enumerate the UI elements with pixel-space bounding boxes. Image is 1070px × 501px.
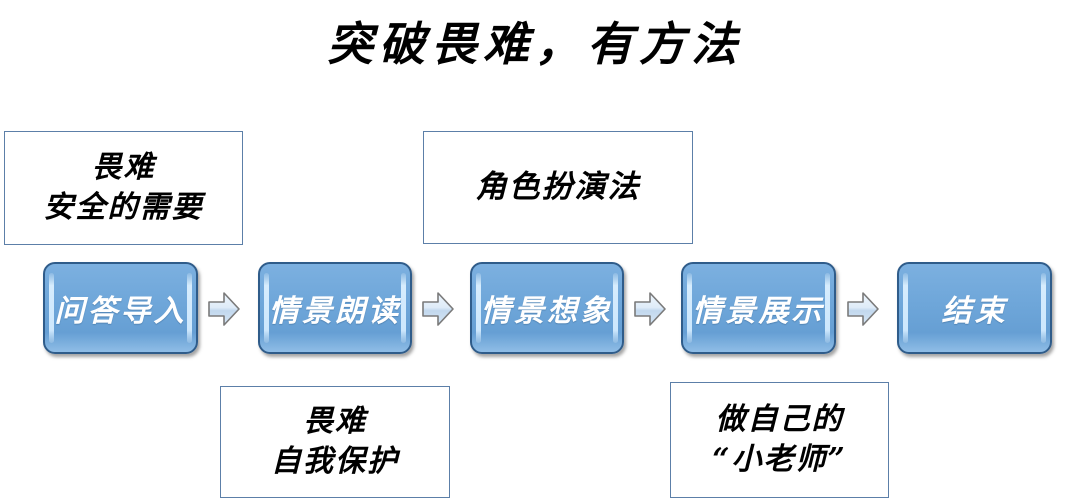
note-line: 畏难 [91,150,156,186]
note-fear-safety: 畏难 安全的需要 [4,131,243,245]
process-flow: 问答导入 情景朗读 情景想象 [0,262,1070,358]
right-arrow-icon [633,290,667,328]
flow-step-scene-imagination[interactable]: 情景想象 [470,262,624,354]
right-arrow-icon [207,290,241,328]
note-line: 畏难 [303,404,367,440]
flow-step-label: 问答导入 [54,294,187,329]
note-line: 角色扮演法 [475,169,641,206]
flow-step-scene-presentation[interactable]: 情景展示 [681,262,836,354]
right-arrow-icon [421,290,455,328]
flow-step-scene-reading[interactable]: 情景朗读 [258,262,412,354]
note-fear-self: 畏难 自我保护 [220,386,450,498]
note-little-teacher: 做自己的 “小老师” [670,382,889,498]
note-line: “小老师” [712,442,847,477]
right-arrow-icon [846,290,880,328]
note-line: 自我保护 [271,444,399,479]
note-line: 安全的需要 [43,190,204,225]
flow-step-label: 情景想象 [481,294,613,329]
flow-step-label: 情景展示 [692,294,825,329]
page-title: 突破畏难，有方法 [327,17,743,71]
note-roleplay: 角色扮演法 [423,131,693,244]
flow-step-qa-intro[interactable]: 问答导入 [43,262,198,354]
flow-step-label: 情景朗读 [269,294,401,329]
flow-step-end[interactable]: 结束 [897,262,1052,354]
flow-step-label: 结束 [941,294,1008,329]
note-line: 做自己的 [715,402,844,438]
